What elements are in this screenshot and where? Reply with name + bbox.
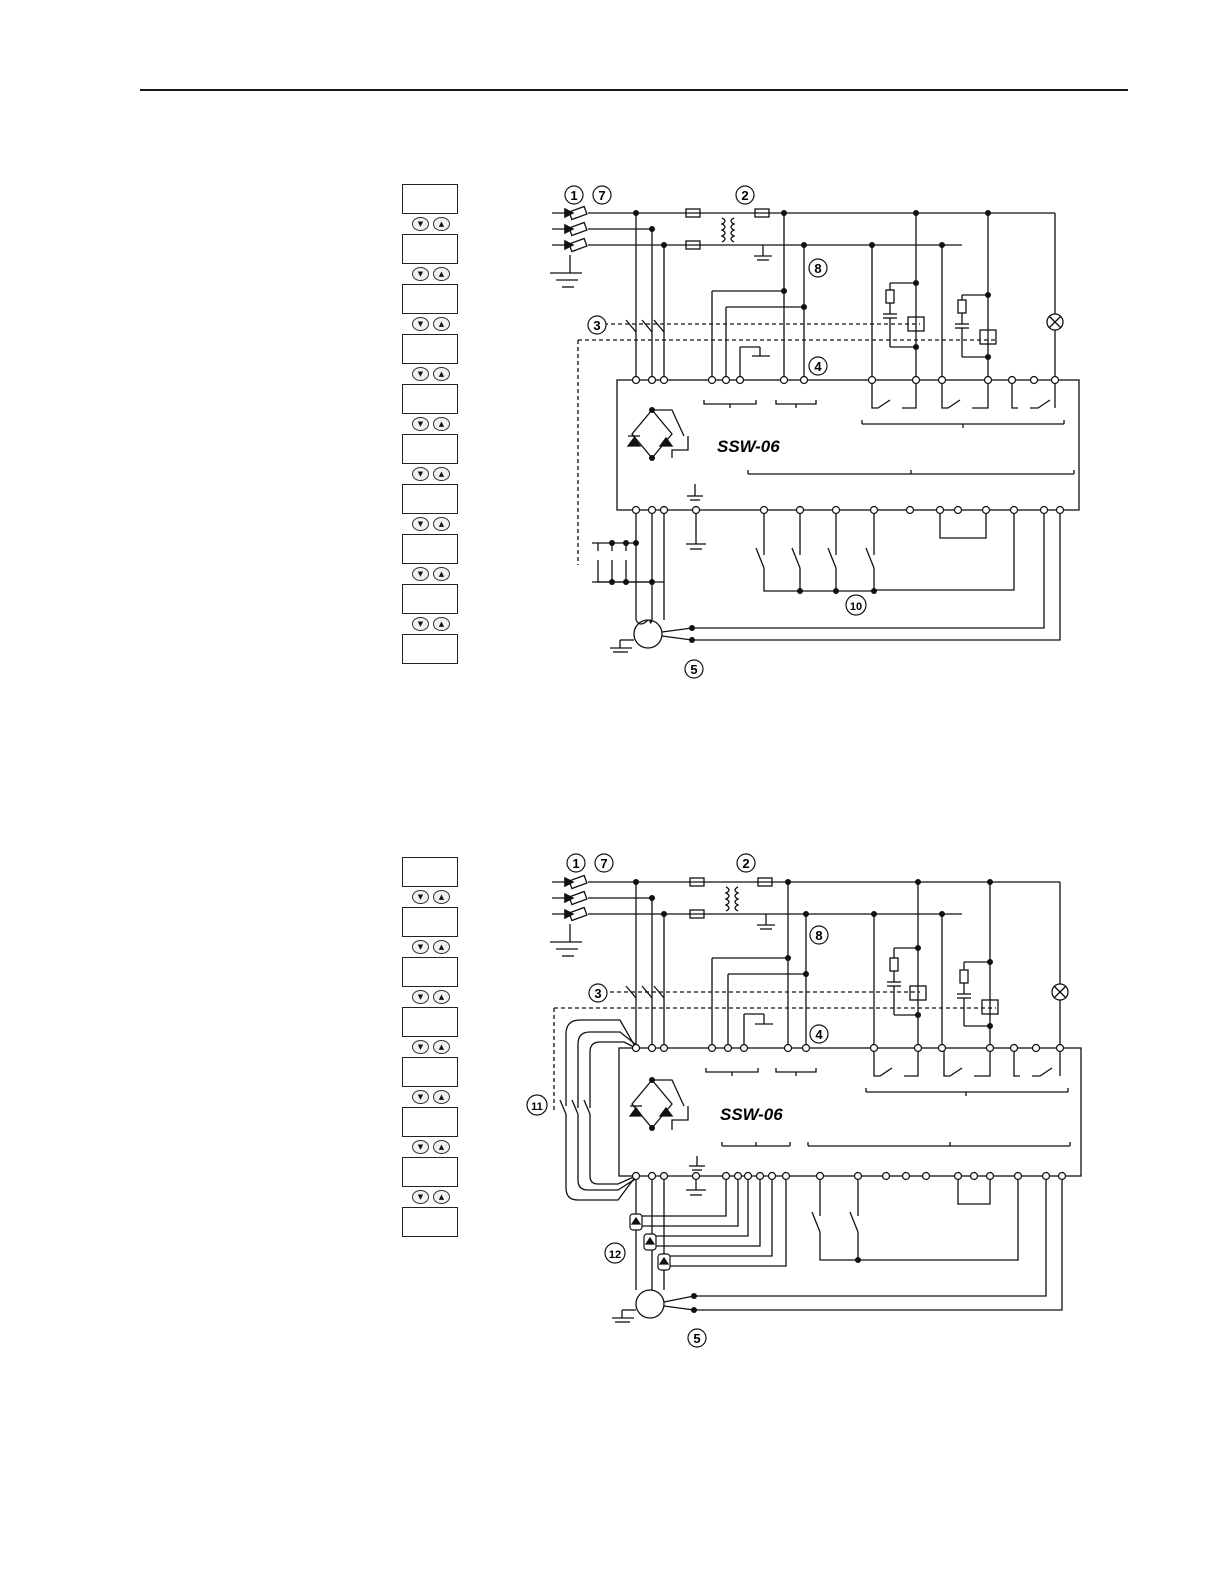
callout-8: 8 [809, 259, 827, 277]
callout-7: 7 [593, 186, 611, 204]
callout-5: 5 [685, 660, 703, 678]
svg-text:12: 12 [609, 1249, 621, 1261]
svg-text:1: 1 [570, 188, 577, 203]
svg-text:2: 2 [742, 856, 749, 871]
svg-text:3: 3 [594, 986, 601, 1001]
svg-text:8: 8 [814, 261, 821, 276]
svg-text:1: 1 [572, 856, 579, 871]
callout-3: 3 [589, 984, 607, 1002]
callout-11: 11 [527, 1095, 547, 1115]
callout-2: 2 [737, 854, 755, 872]
svg-text:10: 10 [850, 601, 862, 613]
callout-3: 3 [588, 316, 606, 334]
ssw-title-2: SSW-06 [720, 1105, 783, 1124]
callout-1: 1 [565, 186, 583, 204]
callouts-1: 1 7 2 8 3 4 10 5 [565, 186, 866, 678]
callout-7: 7 [595, 854, 613, 872]
svg-text:8: 8 [815, 928, 822, 943]
svg-text:4: 4 [814, 359, 822, 374]
ssw-title-1: SSW-06 [717, 437, 780, 456]
callout-10: 10 [846, 595, 866, 615]
callout-1: 1 [567, 854, 585, 872]
svg-text:3: 3 [593, 318, 600, 333]
svg-text:2: 2 [741, 188, 748, 203]
svg-text:4: 4 [815, 1027, 823, 1042]
callout-8: 8 [810, 926, 828, 944]
callout-5: 5 [688, 1329, 706, 1347]
svg-text:5: 5 [693, 1331, 700, 1346]
junction-dots-2 [633, 879, 993, 1313]
svg-text:7: 7 [600, 856, 607, 871]
callout-4: 4 [810, 1025, 828, 1043]
svg-text:7: 7 [598, 188, 605, 203]
terminal-circles-1 [633, 377, 1064, 514]
callout-12: 12 [605, 1243, 625, 1263]
callout-4: 4 [809, 357, 827, 375]
svg-text:5: 5 [690, 662, 697, 677]
callout-2: 2 [736, 186, 754, 204]
svg-text:11: 11 [531, 1101, 543, 1113]
